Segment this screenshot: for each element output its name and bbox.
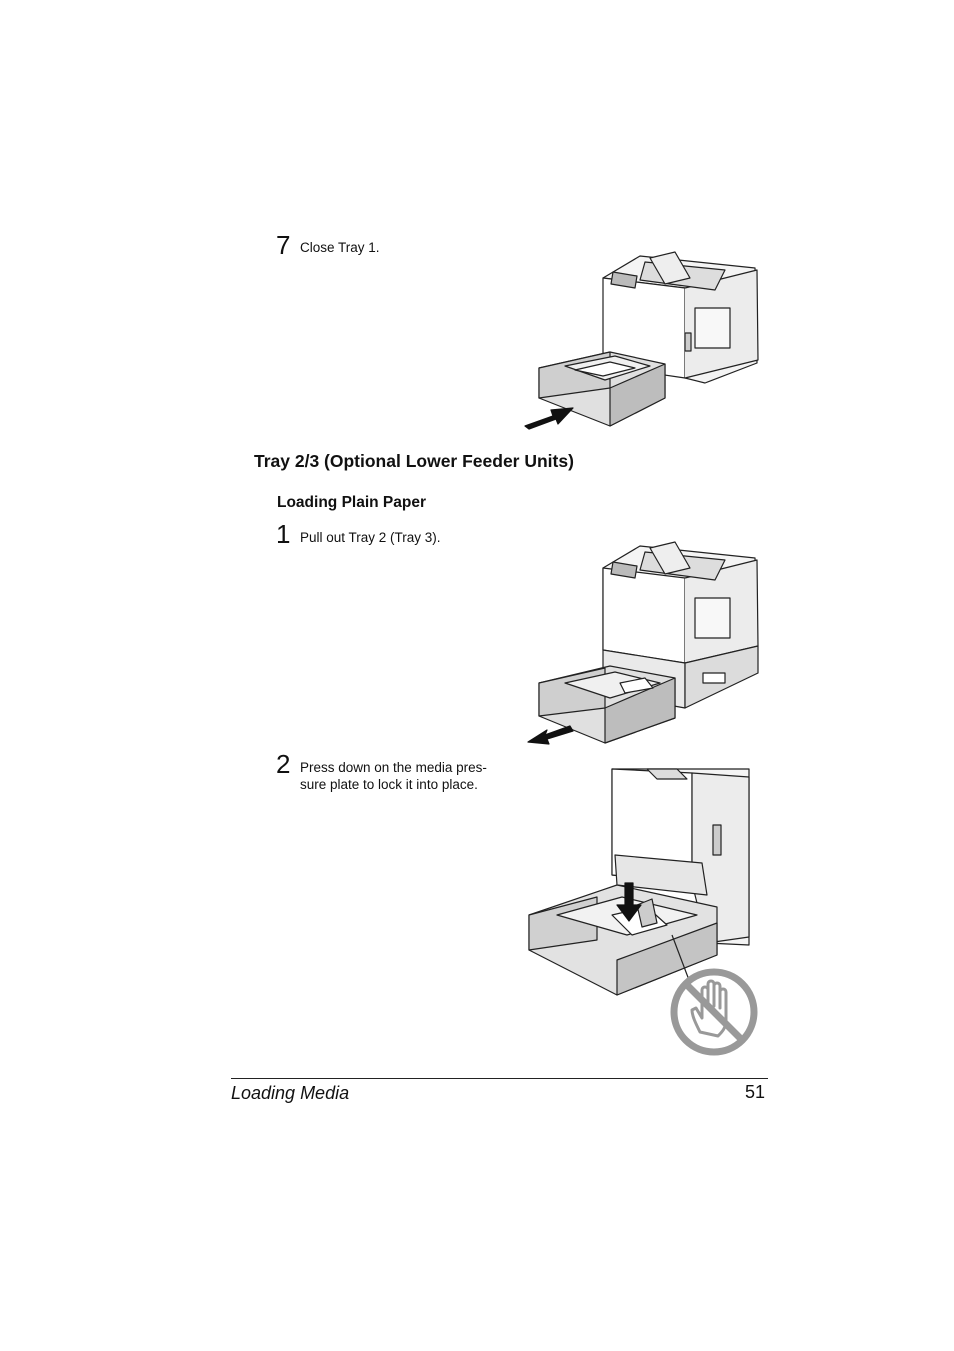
- subsection-heading: Loading Plain Paper: [277, 494, 426, 511]
- do-not-touch-hand-icon: [670, 968, 758, 1056]
- page-number: 51: [745, 1082, 766, 1102]
- step-7-text: Close Tray 1.: [300, 240, 380, 255]
- step-number-1: 1: [276, 519, 291, 549]
- step-number-7: 7: [276, 230, 291, 260]
- printer-pull-out-tray2-illustration: [527, 541, 759, 745]
- step-number-2: 2: [276, 749, 291, 779]
- printer-close-tray1-illustration: [524, 251, 759, 430]
- footer-rule: [231, 1078, 768, 1079]
- step-2-text-line2: sure plate to lock it into place.: [300, 777, 478, 792]
- press-pressure-plate-illustration: [528, 768, 750, 996]
- step-1-text: Pull out Tray 2 (Tray 3).: [300, 530, 441, 545]
- footer-title: Loading Media: [231, 1083, 350, 1103]
- step-2-text-line1: Press down on the media pres-: [300, 760, 487, 775]
- section-heading: Tray 2/3 (Optional Lower Feeder Units): [254, 451, 574, 471]
